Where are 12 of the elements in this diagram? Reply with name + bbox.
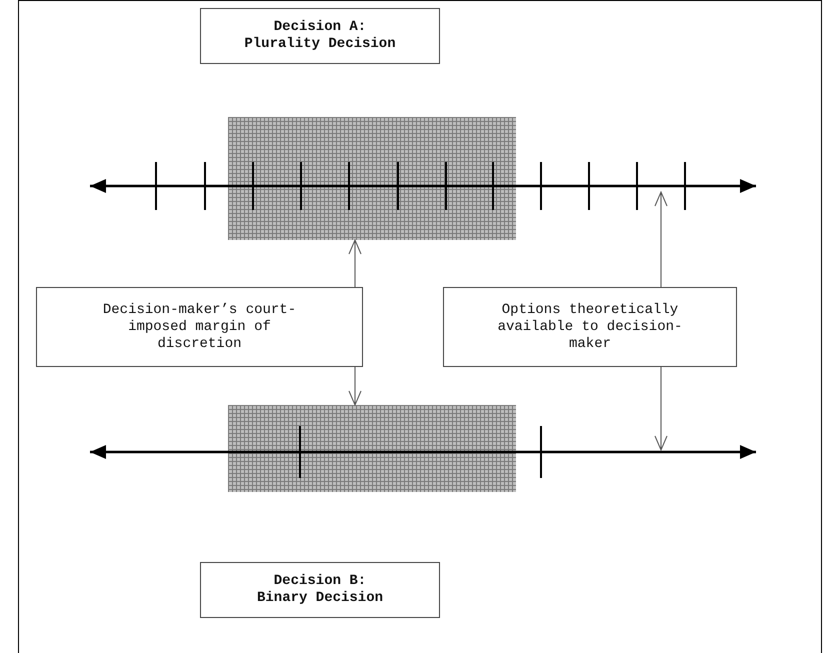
decision-title: Decision A: Plurality Decision	[243, 19, 397, 53]
note-box	[443, 287, 737, 367]
note-text: Decision-maker’s court-imposed margin of discretion	[102, 302, 298, 352]
leader-arrow	[654, 366, 668, 452]
leader-arrow	[654, 190, 668, 288]
leader-arrow	[348, 238, 362, 288]
note-box	[36, 287, 363, 367]
note-text: Options theoretically available to decision-maker	[496, 302, 684, 352]
decision-title-box	[200, 8, 440, 64]
decision-title: Decision B: Binary Decision	[256, 573, 384, 607]
decision-title-box	[200, 562, 440, 618]
leader-arrow	[348, 366, 362, 406]
